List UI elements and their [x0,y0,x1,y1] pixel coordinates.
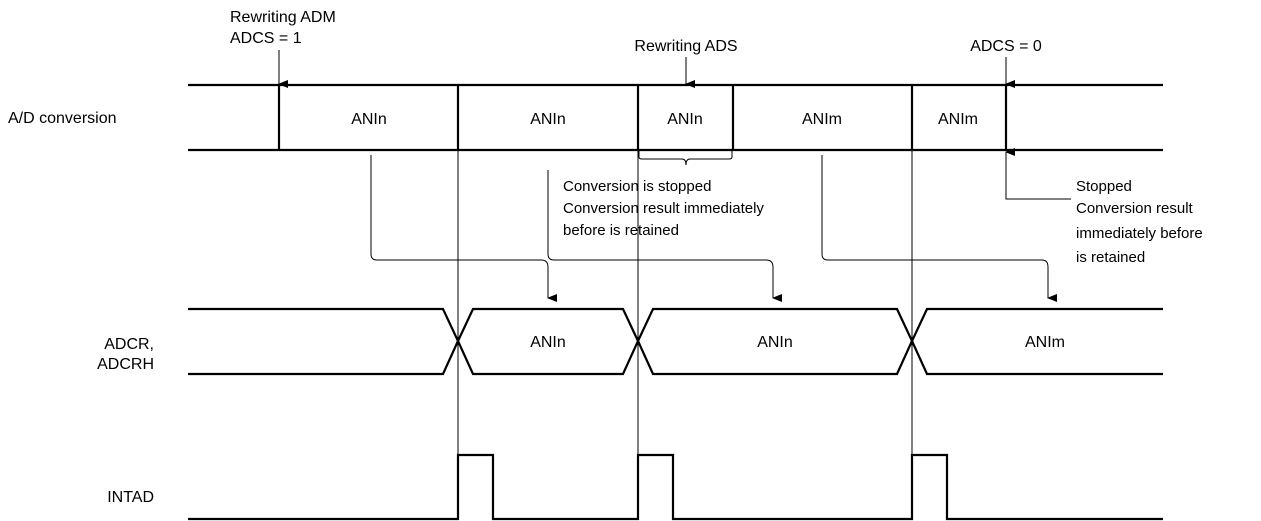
signal-label-adcr-2: ADCRH [97,356,154,373]
timing-reference-lines [457,150,913,455]
signal-label-adcr-1: ADCR, [104,336,154,353]
adcr-value-label: ANIn [530,334,566,351]
signal-label-intad: INTAD [107,489,154,506]
ad-slot-label: ANIn [530,111,566,128]
annotation-rewriting-ads: Rewriting ADS [634,38,737,55]
annotation-adcs-0: ADCS = 0 [970,38,1042,55]
annotation-adcs-1: ADCS = 1 [230,30,302,47]
ad-slot-label: ANIm [938,111,978,128]
ad-slot-label: ANIn [667,111,703,128]
annotation-conversion-stopped-2: Conversion result immediately [563,200,764,217]
stopped-pointer [1005,148,1071,200]
annotation-conversion-stopped-1: Conversion is stopped [563,178,711,195]
result-flow-arrow [821,155,1057,302]
result-flow-arrow [370,155,557,302]
adcr-value-label: ANIm [1025,334,1065,351]
annotation-rewriting-adm: Rewriting ADM [230,9,336,26]
result-flow-arrow [547,170,782,302]
intad-waveform [188,453,1163,521]
adcr-bus [188,307,1163,376]
signal-label-ad-conversion: A/D conversion [8,110,117,127]
adcr-value-label: ANIn [757,334,793,351]
ad-conversion-bus [188,83,1163,152]
ad-slot-label: ANIn [351,111,387,128]
stopped-brace [638,151,733,166]
ad-slot-label: ANIm [802,111,842,128]
annotation-stopped-2: Conversion result [1076,200,1194,217]
annotation-stopped-4: is retained [1076,249,1145,266]
annotation-conversion-stopped-3: before is retained [563,222,679,239]
annotation-stopped-3: immediately before [1076,225,1203,242]
annotation-stopped-1: Stopped [1076,178,1132,195]
